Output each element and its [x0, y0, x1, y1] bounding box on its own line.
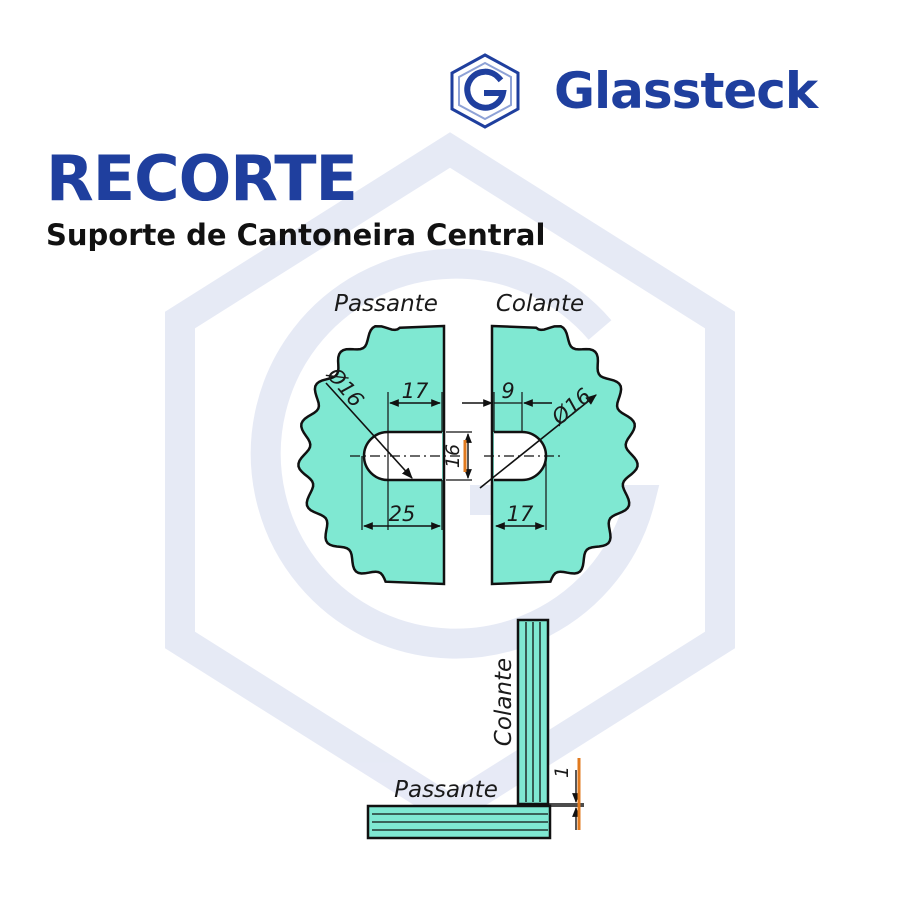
colante-label: Colante: [496, 291, 584, 317]
page-title: RECORTE: [46, 142, 358, 215]
assembly-side-view: Colante Passante 1: [366, 618, 584, 840]
assembly-passante-label: Passante: [394, 777, 498, 803]
passante-depth-label: 17: [402, 379, 429, 403]
brand-name: Glassteck: [554, 62, 818, 120]
colante-glass-outline: [490, 324, 639, 586]
assembly-colante-label: Colante: [491, 658, 517, 746]
assembly-gap-label: 1: [551, 766, 573, 778]
passante-height-label: 16: [442, 444, 464, 468]
passante-label: Passante: [334, 291, 438, 317]
glassteck-logo-icon: [450, 53, 520, 129]
passante-glass-piece: Passante Ø16 17 16 25: [297, 291, 472, 586]
colante-glass-piece: Colante 9 Ø16 17: [462, 291, 639, 586]
passante-width-label: 25: [389, 502, 416, 526]
colante-width-label: 17: [507, 502, 534, 526]
colante-depth-label: 9: [501, 379, 514, 403]
page-subtitle: Suporte de Cantoneira Central: [46, 218, 546, 252]
